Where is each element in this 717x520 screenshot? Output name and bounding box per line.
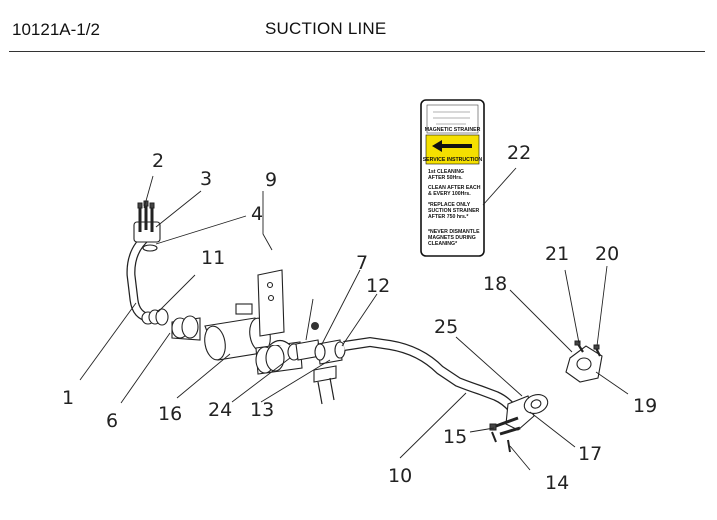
sign-line-2: AFTER 50Hrs. <box>428 175 463 181</box>
sign-line-9: MAGNETS DURING <box>428 235 476 241</box>
sign-line-6: SUCTION STRAINER <box>428 208 480 214</box>
callout-6: 6 <box>106 410 118 432</box>
outlet-flange-assembly <box>489 394 549 453</box>
sign-brand: MAGNETIC STRAINER <box>425 127 481 133</box>
header-divider <box>9 51 705 52</box>
sign-line-3: CLEAN AFTER EACH <box>428 185 481 191</box>
callout-12: 12 <box>366 275 390 297</box>
callout-17: 17 <box>578 443 602 465</box>
callout-9: 9 <box>265 169 277 191</box>
callout-19: 19 <box>633 395 657 417</box>
separate-flange-assembly <box>565 340 603 383</box>
page-title: SUCTION LINE <box>265 19 387 38</box>
callout-7: 7 <box>356 252 368 274</box>
arrow-left-icon <box>432 140 472 152</box>
sign-banner-panel <box>425 134 480 165</box>
sign-line-8: *NEVER DISMANTLE <box>428 229 480 235</box>
callout-2: 2 <box>152 150 164 172</box>
callout-25: 25 <box>434 316 458 338</box>
suction-tube <box>287 322 516 412</box>
suction-inlet-bend <box>126 200 169 326</box>
callout-3: 3 <box>200 168 212 190</box>
sign-line-10: CLEANING* <box>428 241 458 247</box>
leader-lines <box>79 167 629 471</box>
callout-1: 1 <box>62 387 74 409</box>
callout-4: 4 <box>251 203 263 225</box>
callout-21: 21 <box>545 243 569 265</box>
inlet-flange <box>133 200 161 252</box>
callout-13: 13 <box>250 399 274 421</box>
hose-coupling <box>141 308 169 326</box>
callout-18: 18 <box>483 273 507 295</box>
sign-line-5: *REPLACE ONLY <box>428 202 471 208</box>
callout-22: 22 <box>507 142 531 164</box>
callout-10: 10 <box>388 465 412 487</box>
callout-16: 16 <box>158 403 182 425</box>
page-header: 10121A-1/2 SUCTION LINE <box>0 0 717 54</box>
callout-numbers: 1 2 3 4 6 7 9 10 11 12 13 14 15 16 17 18… <box>62 142 657 494</box>
callout-11: 11 <box>201 247 225 269</box>
service-instruction-sign: MAGNETIC STRAINER SERVICE INSTRUCTION 1s… <box>420 99 485 257</box>
sign-banner-text: SERVICE INSTRUCTION <box>423 157 483 163</box>
callout-15: 15 <box>443 426 467 448</box>
callout-20: 20 <box>595 243 619 265</box>
document-number: 10121A-1/2 <box>12 20 100 39</box>
magnetic-strainer-assembly <box>171 269 303 375</box>
callout-24: 24 <box>208 399 232 421</box>
sign-line-1: 1st CLEANING <box>428 169 464 175</box>
callout-14: 14 <box>545 472 569 494</box>
sign-line-4: & EVERY 100Hrs. <box>428 191 471 197</box>
sign-line-7: AFTER 750 hrs.* <box>428 214 469 220</box>
